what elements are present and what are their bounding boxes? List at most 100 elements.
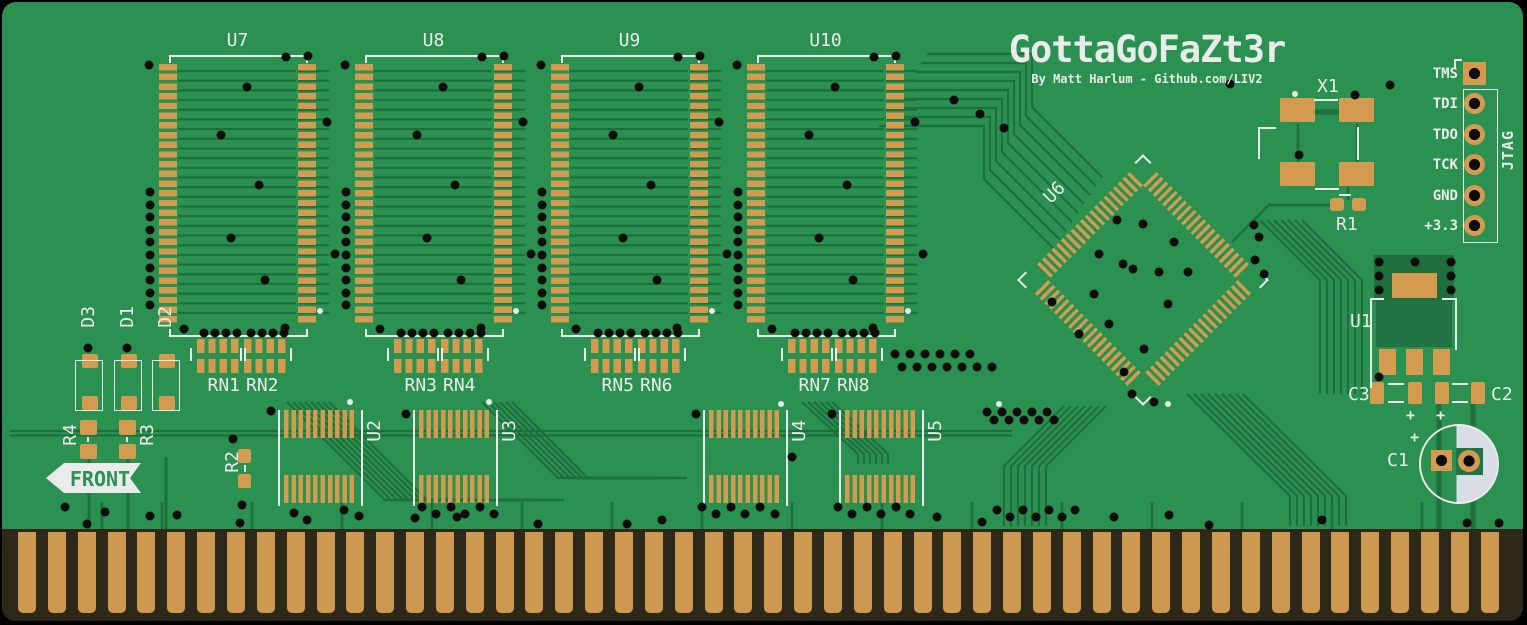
via bbox=[1164, 510, 1174, 520]
jtag-pad-3v3 bbox=[1464, 215, 1485, 236]
via bbox=[341, 263, 351, 273]
via bbox=[537, 187, 547, 197]
trace bbox=[1301, 219, 1364, 394]
edge-finger bbox=[286, 532, 305, 613]
via bbox=[322, 117, 332, 127]
ref-rn4: RN4 bbox=[443, 375, 476, 396]
via bbox=[289, 508, 299, 518]
silkscreen-line bbox=[786, 410, 788, 506]
via bbox=[957, 362, 967, 372]
pad bbox=[238, 449, 251, 463]
edge-finger bbox=[1032, 532, 1051, 613]
silkscreen-line bbox=[1388, 401, 1404, 403]
via bbox=[1462, 518, 1472, 528]
c1-pad-negative bbox=[1431, 450, 1452, 471]
via bbox=[927, 362, 937, 372]
trace bbox=[825, 401, 884, 464]
front-marker-label: FRONT bbox=[69, 467, 131, 491]
via bbox=[216, 130, 226, 140]
via bbox=[1042, 407, 1052, 417]
via bbox=[341, 225, 351, 235]
via bbox=[145, 212, 155, 222]
edge-finger bbox=[555, 532, 574, 613]
via bbox=[1031, 512, 1041, 522]
via bbox=[537, 212, 547, 222]
via bbox=[1109, 512, 1119, 522]
edge-finger bbox=[256, 532, 275, 613]
pad bbox=[1433, 349, 1450, 375]
via bbox=[1027, 407, 1037, 417]
via bbox=[1317, 515, 1327, 525]
via bbox=[869, 52, 879, 62]
via bbox=[1374, 372, 1384, 382]
rn-pad-row bbox=[441, 359, 483, 373]
trace bbox=[819, 401, 878, 464]
pad bbox=[1406, 349, 1423, 375]
ref-label-u4: U4 bbox=[789, 420, 810, 442]
via bbox=[145, 511, 155, 521]
jtag-pin-label-tms: TMS bbox=[1432, 66, 1458, 82]
edge-finger bbox=[376, 532, 395, 613]
pad-column bbox=[298, 64, 316, 326]
via bbox=[1446, 285, 1456, 295]
silkscreen-outline bbox=[152, 360, 180, 411]
via bbox=[1118, 259, 1128, 269]
rn-pad-row bbox=[835, 339, 877, 353]
via bbox=[60, 502, 70, 512]
via bbox=[833, 502, 843, 512]
via bbox=[280, 323, 290, 333]
via bbox=[1494, 518, 1504, 528]
via bbox=[830, 82, 840, 92]
via bbox=[210, 328, 220, 338]
silkscreen-line bbox=[1314, 99, 1338, 101]
via bbox=[652, 275, 662, 285]
trace bbox=[801, 401, 860, 464]
rn-pad-row bbox=[441, 339, 483, 353]
via bbox=[662, 328, 672, 338]
via bbox=[897, 362, 907, 372]
edge-finger bbox=[1391, 532, 1410, 613]
via bbox=[454, 328, 464, 338]
silkscreen-dot bbox=[1292, 91, 1298, 97]
ref-label-u9: U9 bbox=[618, 30, 641, 51]
via bbox=[1070, 505, 1080, 515]
edge-finger bbox=[1212, 532, 1230, 613]
silkscreen-line bbox=[278, 410, 280, 506]
silkscreen-line bbox=[1258, 127, 1260, 159]
via bbox=[905, 349, 915, 359]
regulator-u1-body bbox=[1376, 301, 1452, 347]
via bbox=[476, 323, 486, 333]
via bbox=[942, 362, 952, 372]
via bbox=[354, 511, 364, 521]
via bbox=[711, 509, 721, 519]
edge-finger bbox=[495, 532, 514, 613]
via bbox=[755, 502, 765, 512]
via bbox=[673, 328, 683, 338]
edge-finger bbox=[943, 532, 962, 613]
via bbox=[949, 95, 959, 105]
resistor-r1: R1 bbox=[1324, 190, 1374, 235]
jtag-pad-tms bbox=[1463, 62, 1486, 85]
via bbox=[733, 275, 743, 285]
trace bbox=[909, 79, 1085, 205]
silkscreen-line bbox=[1388, 383, 1404, 385]
trace bbox=[927, 52, 1103, 178]
via bbox=[722, 249, 732, 259]
via bbox=[651, 328, 661, 338]
via bbox=[465, 328, 475, 338]
ref-label-r2: R2 bbox=[222, 451, 243, 473]
ref-rn3: RN3 bbox=[404, 375, 437, 396]
via bbox=[977, 517, 987, 527]
pad-column bbox=[494, 64, 512, 326]
via bbox=[1057, 512, 1067, 522]
via bbox=[1094, 249, 1104, 259]
via bbox=[1104, 319, 1114, 329]
via bbox=[622, 519, 632, 529]
via bbox=[890, 349, 900, 359]
via bbox=[1018, 505, 1028, 515]
edge-finger bbox=[1331, 532, 1350, 613]
silkscreen-line bbox=[1455, 298, 1457, 350]
via bbox=[172, 510, 182, 520]
